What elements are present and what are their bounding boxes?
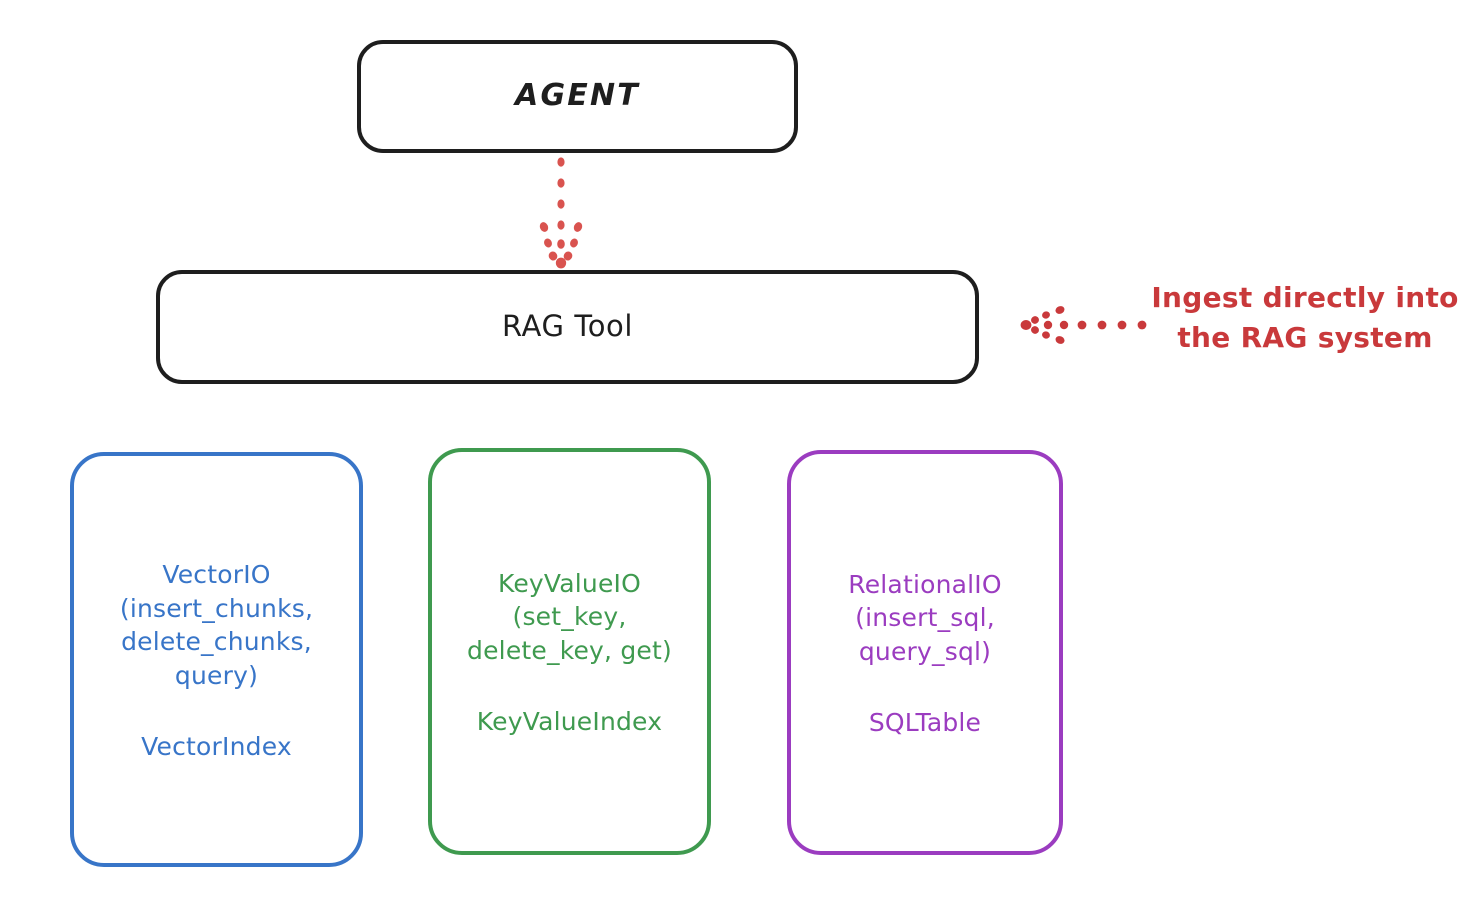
key-value-index-label: KeyValueIndex [476, 707, 663, 737]
agent-node[interactable]: AGENT [357, 40, 798, 153]
rag-tool-node-label: RAG Tool [501, 309, 634, 344]
vector-index-label: VectorIndex [141, 732, 292, 761]
relational-io-card[interactable]: RelationalIO (insert_sql, query_sql) SQL… [787, 450, 1063, 855]
rag-tool-node[interactable]: RAG Tool [156, 270, 979, 384]
relational-io-api-label: RelationalIO (insert_sql, query_sql) [848, 569, 1002, 666]
vector-io-api-label: VectorIO (insert_chunks, delete_chunks, … [119, 560, 314, 690]
key-value-io-api-label: KeyValueIO (set_key, delete_key, get) [467, 568, 672, 665]
agent-to-rag-tool-dotted-arrow-icon [539, 157, 583, 269]
sql-table-label: SQLTable [868, 708, 982, 738]
key-value-io-card[interactable]: KeyValueIO (set_key, delete_key, get) Ke… [428, 448, 711, 855]
ingest-dotted-left-arrow-icon [1020, 306, 1147, 344]
ingest-annotation-label: Ingest directly into the RAG system [1151, 281, 1459, 354]
agent-node-label: AGENT [515, 78, 640, 114]
vector-io-card[interactable]: VectorIO (insert_chunks, delete_chunks, … [70, 452, 363, 867]
